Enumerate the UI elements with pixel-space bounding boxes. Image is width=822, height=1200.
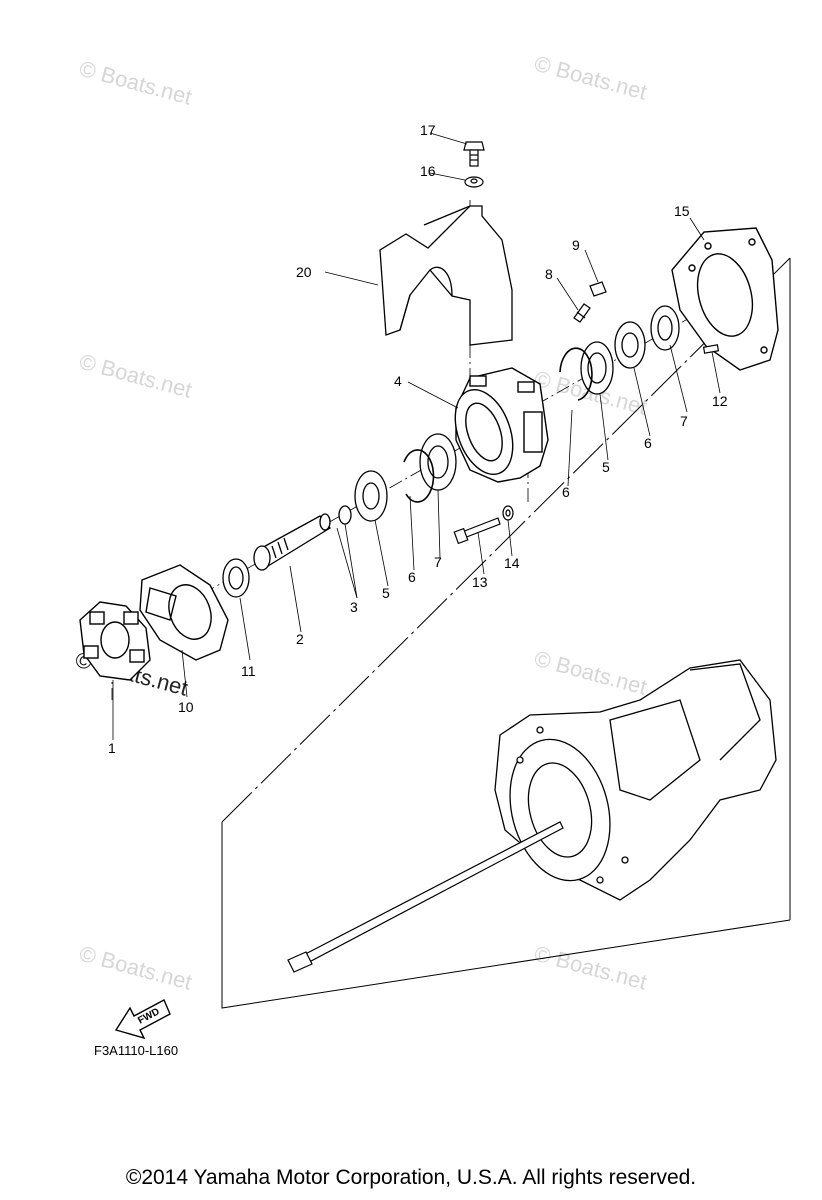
callout-7: 7: [434, 554, 442, 570]
leader-lines: [112, 132, 721, 740]
callout-5: 5: [382, 585, 390, 601]
circlip-icon: [559, 347, 593, 401]
watermark: © Boats.net: [77, 56, 195, 110]
callout-4: 4: [394, 373, 402, 389]
callout-8: 6: [644, 435, 652, 451]
grease-nipple-icon: [573, 303, 591, 323]
callout-10: 8: [545, 266, 553, 282]
jet-pump-icon: [494, 659, 777, 901]
callout-6: 6: [408, 569, 416, 585]
callout-13: 11: [241, 663, 256, 679]
oil-seal-icon: [650, 305, 680, 351]
bearing-icon: [354, 470, 388, 522]
bolt-icon: [453, 517, 501, 545]
circlip-icon: [403, 449, 435, 503]
callout-17: 15: [674, 203, 690, 219]
callouts: 17 16 20 9 8 4 15 7 6 5 6 12 3 5 6 7 13 …: [108, 122, 728, 756]
fwd-arrow-icon: FWD: [114, 999, 171, 1040]
callout-9: 7: [680, 413, 688, 429]
bolt-icon: [463, 141, 485, 167]
callout-3: 3: [350, 599, 358, 615]
callout-18: 16: [420, 163, 436, 179]
copyright-notice: ©2014 Yamaha Motor Corporation, U.S.A. A…: [125, 1166, 697, 1189]
collar-icon: [338, 505, 352, 525]
cap-icon: [589, 281, 607, 297]
watermark: © Boats.net: [532, 51, 650, 105]
washer-icon: [502, 505, 514, 521]
flange-icon: [671, 227, 779, 371]
callout-6: 6: [562, 484, 570, 500]
housing-icon: [454, 367, 549, 483]
coupling-icon: [139, 564, 229, 661]
callout-12: 10: [178, 699, 194, 715]
bearing-icon: [580, 341, 614, 395]
watermark: © Boats.net: [77, 941, 195, 995]
shaft-icon: [253, 513, 331, 571]
cover-icon: [379, 205, 513, 346]
callout-5: 5: [602, 459, 610, 475]
callout-14: 12: [712, 393, 728, 409]
assembly-frame: [221, 257, 791, 1009]
watermark: © Boats.net: [77, 349, 195, 403]
callout-11: 9: [572, 237, 580, 253]
watermark: © Boats.net: [532, 941, 650, 995]
pin-icon: [702, 344, 720, 354]
callout-15: 13: [472, 574, 488, 590]
bearing-icon: [419, 433, 457, 491]
callout-19: 17: [420, 122, 436, 138]
callout-16: 14: [504, 555, 520, 571]
watermark: © Boats.net: [532, 646, 650, 700]
damper-icon: [79, 601, 151, 681]
drive-shaft-icon: [287, 821, 564, 973]
seal-icon: [222, 558, 250, 598]
drawing-code: F3A1110-L160: [94, 1043, 179, 1058]
callout-2: 2: [296, 631, 304, 647]
washer-icon: [464, 176, 484, 188]
callout-1: 1: [108, 740, 116, 756]
oil-seal-icon: [614, 321, 646, 369]
callout-20: 20: [296, 264, 312, 280]
